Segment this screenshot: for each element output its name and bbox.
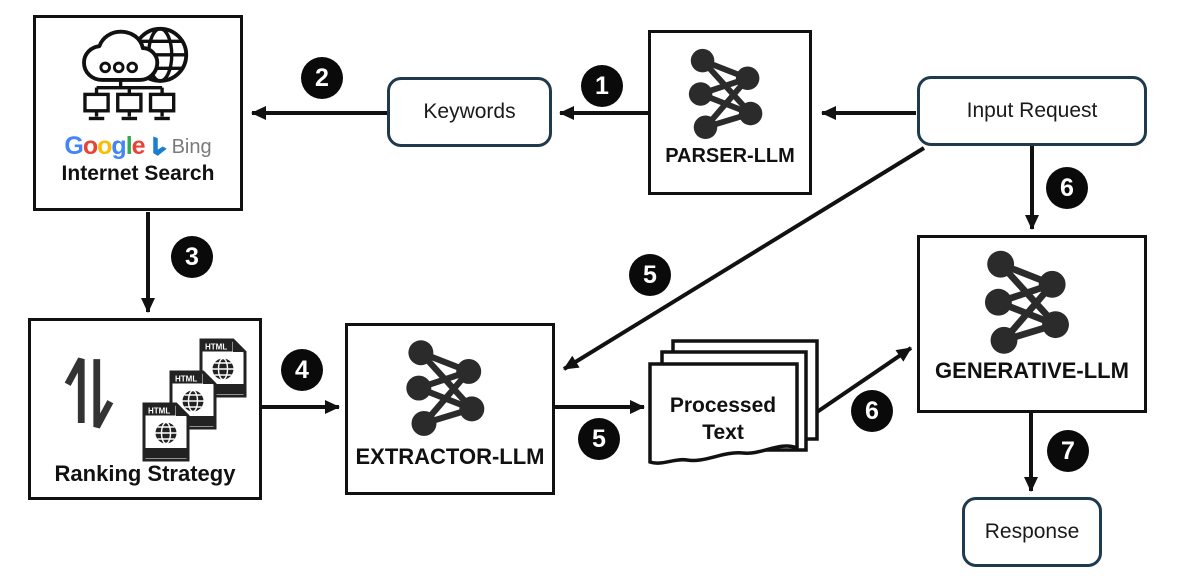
cloud-network-icon [82,26,189,121]
input-request-label: Input Request [966,99,1098,122]
neural-network-icon [984,250,1069,354]
response-node: Response [962,497,1102,567]
step-badge-4: 4 [281,349,323,391]
google-logo-letter: o [97,132,112,160]
google-logo-letter: e [131,132,146,160]
input-request-node: Input Request [917,76,1147,146]
google-logo-letter: g [111,132,126,160]
google-logo-letter: l [125,132,133,160]
neural-network-icon [688,48,763,140]
processed-text-node: Processed Text [648,339,819,465]
bing-icon [152,136,167,156]
generative-llm-node: GENERATIVE-LLM [917,235,1147,413]
google-logo: Google [64,132,146,160]
step-badge-7: 7 [1047,430,1089,472]
arrow-processed-to-generative [815,346,913,414]
ranking-strategy-node: HTML HTML [28,318,262,500]
html-doc-label: HTML [175,375,197,384]
step-badge-3: 3 [171,236,213,278]
internet-search-label: Internet Search [61,162,215,185]
step-badge-1: 1 [581,65,623,107]
keywords-node: Keywords [387,77,552,147]
internet-search-node: Google Bing Internet Search [33,15,243,211]
bing-logo-text: Bing [171,135,212,158]
generative-llm-label: GENERATIVE-LLM [935,358,1129,383]
html-doc-label: HTML [205,343,227,352]
extractor-llm-node: EXTRACTOR-LLM [345,323,555,495]
processed-text-label-line1: Processed [670,394,776,417]
html-doc-label: HTML [148,407,170,416]
google-logo-letter: G [64,132,83,160]
search-engine-logos: Google Bing [64,134,211,159]
extractor-llm-label: EXTRACTOR-LLM [355,444,545,469]
google-logo-letter: o [82,132,98,160]
bing-logo: Bing [151,135,212,159]
step-badge-5a: 5 [629,254,671,296]
processed-text-label-line2: Text [702,421,744,444]
step-badge-2: 2 [301,57,343,99]
parser-llm-node: PARSER-LLM [648,30,812,195]
sort-arrows-icon [64,357,114,429]
html-doc-icon: HTML [142,402,190,462]
ranking-strategy-label: Ranking Strategy [54,461,236,486]
step-badge-6a: 6 [851,390,893,432]
keywords-label: Keywords [423,100,516,123]
neural-network-icon [406,340,485,436]
parser-llm-label: PARSER-LLM [665,145,795,167]
response-label: Response [984,520,1080,543]
arrow-input-to-extractor [562,146,926,371]
step-badge-5b: 5 [578,418,620,460]
step-badge-6b: 6 [1046,167,1088,209]
